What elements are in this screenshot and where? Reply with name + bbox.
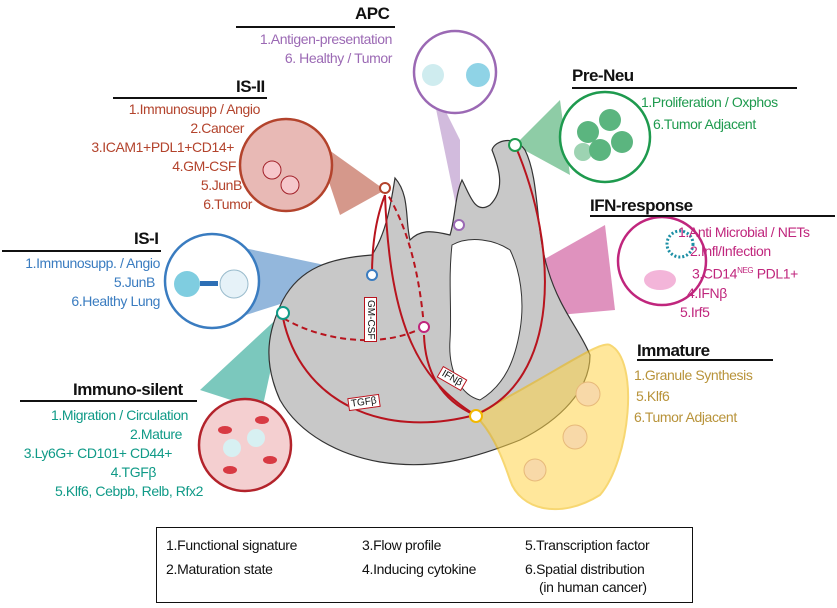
ifn-line: 4.IFNβ xyxy=(687,284,727,301)
is2-cell-icon xyxy=(238,117,334,213)
lake xyxy=(449,239,523,401)
node-is1[interactable] xyxy=(366,269,378,281)
silent-cell-icon xyxy=(197,397,293,493)
legend-item: 2.Maturation state xyxy=(166,561,273,577)
node-immature[interactable] xyxy=(469,409,483,423)
silent-line: 5.Klf6, Cebpb, Relb, Rfx2 xyxy=(55,483,203,499)
dashed-ifn-is2 xyxy=(384,189,425,328)
landmass xyxy=(268,140,591,466)
is1-line: 6.Healthy Lung xyxy=(71,293,160,309)
arrow-immature-preneu xyxy=(474,144,546,416)
is1-title: IS-I xyxy=(134,229,159,248)
silent-line: 1.Migration / Circulation xyxy=(50,407,188,423)
is1-description: 1.Immunosupp. / Angio 5.JunB 6.Healthy L… xyxy=(0,254,160,311)
ifn-line: 3.CD14 xyxy=(692,265,738,282)
apc-description: 1.Antigen-presentation 6. Healthy / Tumo… xyxy=(200,30,392,68)
is2-line: 6.Tumor xyxy=(203,196,252,212)
immature-line: 5.Klf6 xyxy=(636,388,670,404)
arrow-is1-is2 xyxy=(371,194,386,276)
is1-line: 5.JunB xyxy=(113,274,156,290)
preneu-title: Pre-Neu xyxy=(572,66,634,85)
immature-line: 1.Granule Synthesis xyxy=(634,367,753,383)
is2-line: 3.ICAM1+PDL1+CD14+ xyxy=(91,139,234,155)
preneu-description: 1.Proliferation / Oxphos 6.Tumor Adjacen… xyxy=(641,93,778,134)
gmcsf-tag: GM-CSF xyxy=(364,297,377,343)
ifn-line: PDL1+ xyxy=(756,265,799,282)
legend-item: 6.Spatial distribution xyxy=(525,561,645,577)
is1-line: 1.Immunosupp. / Angio xyxy=(25,255,160,271)
ifn-description: 1.Anti Microbial / NETs 2.Infl/Infection… xyxy=(678,223,810,322)
apc-line: 6. Healthy / Tumor xyxy=(284,50,393,66)
legend-item: 4.Inducing cytokine xyxy=(362,561,477,577)
legend-item: 3.Flow profile xyxy=(362,537,442,553)
legend-item: 1.Functional signature xyxy=(166,537,298,553)
preneu-line: 1.Proliferation / Oxphos xyxy=(641,94,778,110)
dashed-ifn-silent xyxy=(282,317,425,342)
is2-rule xyxy=(113,97,267,99)
node-silent[interactable] xyxy=(276,306,290,320)
arrow-immature-ifn xyxy=(423,334,476,416)
is2-title: IS-II xyxy=(236,77,265,96)
silent-line: 2.Mature xyxy=(129,426,182,442)
silent-line: 3.Ly6G+ CD101+ CD44+ xyxy=(23,445,173,461)
apc-title: APC xyxy=(355,4,390,23)
node-is2[interactable] xyxy=(379,182,391,194)
legend-item: 5.Transcription factor xyxy=(525,537,650,553)
silent-line: 4.TGFβ xyxy=(110,464,157,480)
apc-line: 1.Antigen-presentation xyxy=(259,31,392,47)
ifn-line: 5.Irf5 xyxy=(680,303,710,320)
is1-rule xyxy=(2,250,161,252)
ifn-line: 1.Anti Microbial / NETs xyxy=(678,224,810,240)
ifn-superscript: NEG xyxy=(737,266,754,275)
silent-description: 1.Migration / Circulation 2.Mature 3.Ly6… xyxy=(0,406,204,501)
apc-beam xyxy=(430,80,460,225)
immature-description: 1.Granule Synthesis 5.Klf6 6.Tumor Adjac… xyxy=(634,366,753,427)
ifn-rule xyxy=(590,215,835,217)
is2-line: 4.GM-CSF xyxy=(172,158,236,174)
is2-description: 1.Immunosupp / Angio 2.Cancer 3.ICAM1+PD… xyxy=(60,100,260,214)
is2-line: 1.Immunosupp / Angio xyxy=(128,101,261,117)
ifn-cell-icon xyxy=(616,215,708,307)
ifn-title: IFN-response xyxy=(590,196,693,215)
preneu-cell-icon xyxy=(558,90,652,184)
preneu-beam xyxy=(515,100,570,175)
node-ifn[interactable] xyxy=(418,321,430,333)
preneu-rule xyxy=(572,87,797,89)
immature-rule xyxy=(637,359,773,361)
ifn-line: 2.Infl/Infection xyxy=(690,243,771,259)
immature-line: 6.Tumor Adjacent xyxy=(634,409,737,425)
silent-rule xyxy=(20,400,197,402)
immature-title: Immature xyxy=(637,341,710,360)
arrow-immature-is2 xyxy=(384,194,476,416)
node-preneu[interactable] xyxy=(508,138,522,152)
silent-title: Immuno-silent xyxy=(73,380,183,399)
is2-line: 2.Cancer xyxy=(190,120,244,136)
silent-beam xyxy=(200,313,283,410)
preneu-line: 6.Tumor Adjacent xyxy=(653,116,756,132)
legend-item: (in human cancer) xyxy=(539,579,647,595)
legend: 1.Functional signature 2.Maturation stat… xyxy=(156,527,693,603)
apc-cell-icon xyxy=(412,29,498,115)
apc-rule xyxy=(236,26,395,28)
is2-line: 5.JunB xyxy=(200,177,243,193)
node-apc[interactable] xyxy=(453,219,465,231)
